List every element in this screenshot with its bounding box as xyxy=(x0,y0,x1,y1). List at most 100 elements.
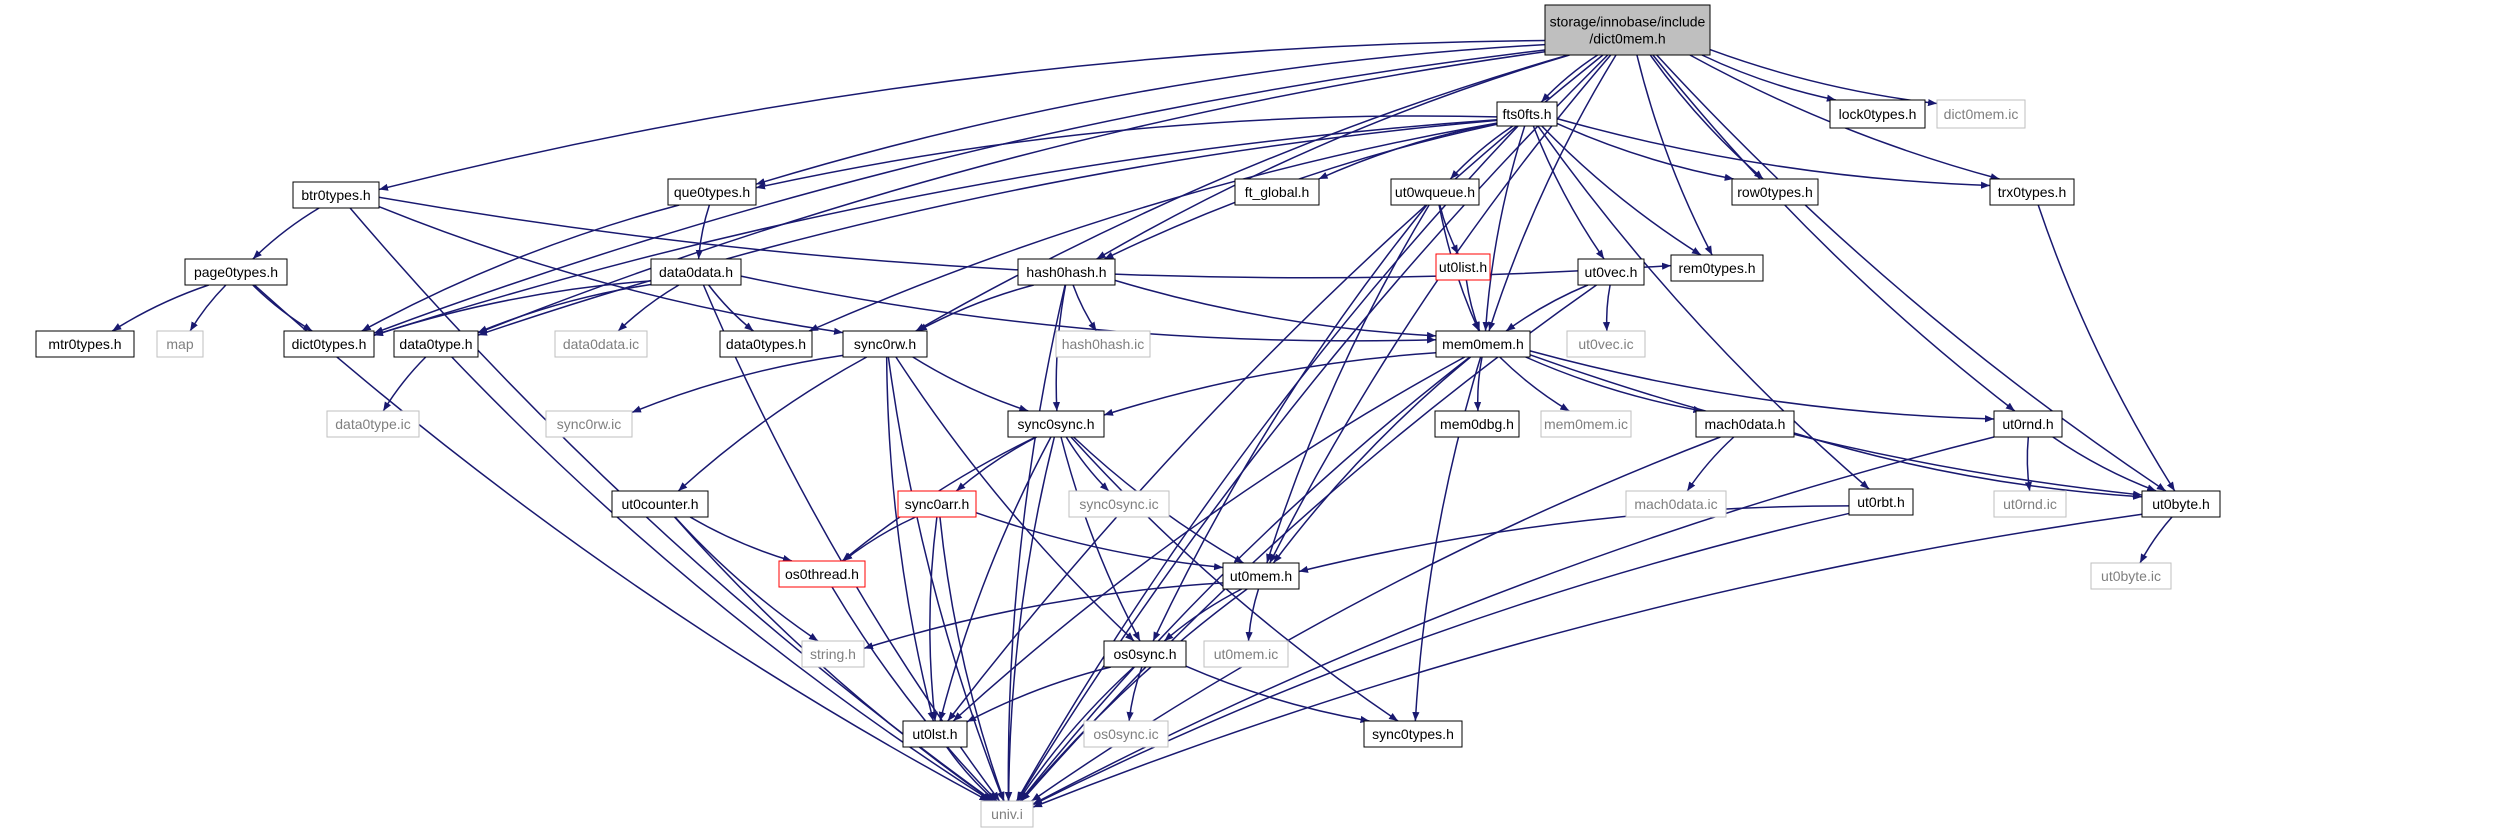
node-ut0wqueue[interactable]: ut0wqueue.h xyxy=(1390,178,1480,206)
node-mach0data[interactable]: mach0data.h xyxy=(1695,410,1795,438)
edge-sync0sync-to-univ xyxy=(1005,436,1056,802)
node-label: ut0vec.h xyxy=(1585,264,1638,280)
node-box-sync0rw xyxy=(842,330,928,358)
node-box-os0sync_ic xyxy=(1083,720,1169,748)
edge-sync0arr-to-os0thread xyxy=(842,516,916,562)
edge-mem0mem-to-mem0mem_ic xyxy=(1499,356,1570,412)
node-label: string.h xyxy=(810,646,856,662)
edge-ut0rbt-to-ut0mem xyxy=(1298,505,1850,573)
node-label: rem0types.h xyxy=(1678,260,1755,276)
node-os0thread[interactable]: os0thread.h xyxy=(778,560,866,588)
edge-ut0mem-to-os0sync xyxy=(1163,588,1243,642)
edge-root-to-dict0mem_ic xyxy=(1709,48,1938,107)
node-mem0dbg[interactable]: mem0dbg.h xyxy=(1434,410,1520,438)
node-fts0fts[interactable]: fts0fts.h xyxy=(1496,101,1558,127)
edge-sync0arr-to-ut0mem xyxy=(975,511,1224,571)
edge-root-to-ut0lst xyxy=(947,54,1604,722)
node-data0data[interactable]: data0data.h xyxy=(650,258,742,286)
node-label: data0data.h xyxy=(659,264,733,280)
nodes-layer: storage/innobase/include/dict0mem.h fts0f… xyxy=(35,4,2221,828)
node-mtr0types[interactable]: mtr0types.h xyxy=(35,330,135,358)
node-data0types[interactable]: data0types.h xyxy=(719,330,813,358)
node-label: mem0mem.ic xyxy=(1544,416,1628,432)
node-label: ut0rnd.ic xyxy=(2003,496,2057,512)
node-string: string.h xyxy=(801,640,865,668)
node-os0sync[interactable]: os0sync.h xyxy=(1103,640,1187,668)
edge-root-to-univ xyxy=(1016,54,1609,802)
node-box-ut0rnd_ic xyxy=(1993,490,2067,518)
edges-layer xyxy=(111,39,2176,808)
edge-mem0mem-to-sync0sync xyxy=(1103,352,1437,416)
node-os0sync_ic: os0sync.ic xyxy=(1083,720,1169,748)
node-box-map xyxy=(156,330,204,358)
node-label: page0types.h xyxy=(194,264,278,280)
node-label: ut0lst.h xyxy=(912,726,957,742)
node-ut0mem[interactable]: ut0mem.h xyxy=(1222,562,1300,590)
node-ut0byte[interactable]: ut0byte.h xyxy=(2141,490,2221,518)
node-root[interactable]: storage/innobase/include/dict0mem.h xyxy=(1544,4,1711,56)
edge-root-to-fts0fts xyxy=(1540,54,1598,103)
node-box-os0sync xyxy=(1103,640,1187,668)
edge-hash0hash-to-sync0rw xyxy=(917,284,1034,332)
node-box-ut0mem_ic xyxy=(1203,640,1289,668)
node-label: row0types.h xyxy=(1737,184,1812,200)
node-ut0lst[interactable]: ut0lst.h xyxy=(902,720,968,748)
edge-os0sync-to-ut0lst xyxy=(966,666,1112,723)
edge-root-to-que0types xyxy=(755,43,1546,186)
edge-sync0arr-to-ut0lst xyxy=(929,516,938,722)
node-label: fts0fts.h xyxy=(1502,106,1551,122)
node-univ: univ.i xyxy=(980,800,1034,828)
node-label: sync0rw.ic xyxy=(557,416,622,432)
node-page0types[interactable]: page0types.h xyxy=(184,258,288,286)
node-box-sync0arr xyxy=(897,490,977,518)
node-ut0rbt[interactable]: ut0rbt.h xyxy=(1848,488,1914,516)
node-ut0vec[interactable]: ut0vec.h xyxy=(1577,258,1645,286)
node-rem0types[interactable]: rem0types.h xyxy=(1670,254,1764,282)
node-box-mach0data xyxy=(1695,410,1795,438)
node-ut0counter[interactable]: ut0counter.h xyxy=(611,490,709,518)
edge-sync0rw-to-univ xyxy=(887,356,1005,802)
edge-data0data-to-mem0mem xyxy=(740,275,1437,344)
node-ut0list[interactable]: ut0list.h xyxy=(1435,253,1491,281)
edge-root-to-ut0mem xyxy=(1269,54,1612,564)
node-label: data0type.h xyxy=(399,336,472,352)
node-ut0rnd[interactable]: ut0rnd.h xyxy=(1993,410,2063,438)
edge-fts0fts-to-dict0types xyxy=(373,119,1498,337)
edge-mach0data-to-ut0byte xyxy=(1793,432,2143,500)
node-box-dict0mem_ic xyxy=(1936,99,2026,129)
node-ft_global[interactable]: ft_global.h xyxy=(1234,178,1320,206)
edge-root-to-hash0hash xyxy=(1096,54,1570,260)
node-row0types[interactable]: row0types.h xyxy=(1731,178,1819,206)
node-sync0sync_ic: sync0sync.ic xyxy=(1068,490,1170,518)
edge-hash0hash-to-univ xyxy=(1004,284,1066,802)
edge-mem0mem-to-mach0data xyxy=(1525,356,1703,413)
edge-data0type-to-data0type_ic xyxy=(382,356,427,412)
node-sync0rw[interactable]: sync0rw.h xyxy=(842,330,928,358)
node-box-ft_global xyxy=(1234,178,1320,206)
node-label: dict0mem.ic xyxy=(1944,106,2019,122)
node-dict0mem_ic: dict0mem.ic xyxy=(1936,99,2026,129)
node-hash0hash[interactable]: hash0hash.h xyxy=(1017,258,1116,286)
node-box-data0data_ic xyxy=(554,330,648,358)
edge-sync0sync-to-sync0sync_ic xyxy=(1065,436,1110,492)
edge-fts0fts-to-row0types xyxy=(1556,122,1734,181)
edge-fts0fts-to-univ xyxy=(1016,125,1519,802)
node-mem0mem[interactable]: mem0mem.h xyxy=(1435,330,1531,358)
node-trx0types[interactable]: trx0types.h xyxy=(1989,178,2075,206)
node-box-fts0fts xyxy=(1496,101,1558,127)
node-sync0types[interactable]: sync0types.h xyxy=(1363,720,1463,748)
node-sync0sync[interactable]: sync0sync.h xyxy=(1007,410,1105,438)
node-dict0types[interactable]: dict0types.h xyxy=(283,330,375,358)
node-btr0types[interactable]: btr0types.h xyxy=(292,181,380,209)
node-data0type[interactable]: data0type.h xyxy=(393,330,479,358)
node-box-que0types xyxy=(667,178,757,206)
node-label: sync0arr.h xyxy=(905,496,970,512)
node-que0types[interactable]: que0types.h xyxy=(667,178,757,206)
edge-sync0rw-to-sync0rw_ic xyxy=(631,354,844,414)
node-sync0arr[interactable]: sync0arr.h xyxy=(897,490,977,518)
node-box-data0types xyxy=(719,330,813,358)
node-lock0types[interactable]: lock0types.h xyxy=(1829,99,1926,129)
edge-sync0rw-to-os0sync xyxy=(895,356,1135,642)
node-label: ut0byte.ic xyxy=(2101,568,2161,584)
node-box-ut0vec_ic xyxy=(1566,330,1646,358)
